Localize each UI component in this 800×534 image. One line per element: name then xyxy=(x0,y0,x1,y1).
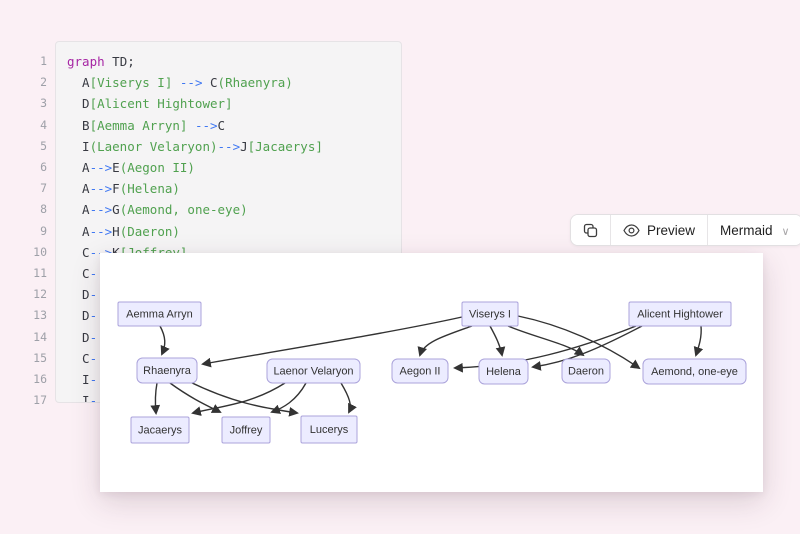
diagram-node-label: Lucerys xyxy=(310,424,349,436)
diagram-edge-I-L xyxy=(340,382,357,414)
diagram-edge-I-K xyxy=(270,382,307,414)
diagram-node-label: Helena xyxy=(486,366,522,378)
diagram-edge-B-C xyxy=(159,325,170,356)
diagram-edge-D-G xyxy=(693,325,704,357)
line-number: 3 xyxy=(40,96,47,111)
diagram-edge-D-E xyxy=(453,325,637,373)
diagram-node-E: Aegon II xyxy=(391,358,449,384)
diagram-edge-I-J xyxy=(191,382,286,416)
diagram-node-label: Viserys I xyxy=(469,309,511,321)
diagram-node-A: Viserys I xyxy=(461,301,519,327)
line-number: 2 xyxy=(40,75,47,90)
diagram-node-label: Aegon II xyxy=(400,366,441,378)
line-number: 7 xyxy=(40,181,47,196)
code-line: D- xyxy=(67,329,98,345)
diagram-node-I: Laenor Velaryon xyxy=(266,358,361,384)
eye-icon xyxy=(623,223,640,237)
diagram-node-J: Jacaerys xyxy=(130,416,190,444)
code-line: A-->G(Aemond, one-eye) xyxy=(67,202,248,218)
diagram-edge-A-H xyxy=(507,325,585,357)
line-number: 4 xyxy=(40,117,47,132)
code-block-toolbar: Preview Mermaid ∨ xyxy=(570,214,800,246)
diagram-node-label: Aemma Arryn xyxy=(126,309,193,321)
diagram-edge-A-E xyxy=(417,325,473,357)
code-line: D- xyxy=(67,308,98,324)
code-line: A-->E(Aegon II) xyxy=(67,160,195,176)
code-line: C- xyxy=(67,350,98,366)
diagram-node-label: Joffrey xyxy=(230,425,263,437)
diagram-node-G: Aemond, one-eye xyxy=(642,358,747,385)
copy-button[interactable] xyxy=(571,215,610,245)
copy-icon xyxy=(583,223,598,238)
line-number: 17 xyxy=(33,393,47,408)
diagram-node-C: Rhaenyra xyxy=(136,357,198,384)
line-number: 11 xyxy=(33,266,47,281)
line-number: 6 xyxy=(40,160,47,175)
diagram-edge-C-J xyxy=(150,382,161,415)
code-line: A-->F(Helena) xyxy=(67,181,180,197)
diagram-edge-A-F xyxy=(489,325,506,357)
preview-button[interactable]: Preview xyxy=(610,215,708,245)
diagram-node-label: Jacaerys xyxy=(138,425,183,437)
language-selector[interactable]: Mermaid ∨ xyxy=(707,215,800,245)
code-line: I- xyxy=(67,393,98,403)
code-line: D[Alicent Hightower] xyxy=(67,96,233,112)
diagram-edge-D-F xyxy=(531,325,643,371)
line-number: 15 xyxy=(33,350,47,365)
diagram-node-L: Lucerys xyxy=(300,415,358,444)
code-line: A[Viserys I] --> C(Rhaenyra) xyxy=(67,75,293,91)
code-line: C- xyxy=(67,266,98,282)
code-line: graph TD; xyxy=(67,54,135,69)
diagram-node-label: Aemond, one-eye xyxy=(651,366,738,378)
code-line: I(Laenor Velaryon)-->J[Jacaerys] xyxy=(67,138,323,154)
line-number: 13 xyxy=(33,308,47,323)
diagram-node-K: Joffrey xyxy=(221,416,271,444)
diagram-node-F: Helena xyxy=(478,358,529,385)
diagram-node-label: Daeron xyxy=(568,366,604,378)
code-line: I- xyxy=(67,372,98,388)
line-number: 9 xyxy=(40,223,47,238)
code-line: B[Aemma Arryn] -->C xyxy=(67,117,226,133)
line-number: 12 xyxy=(33,287,47,302)
diagram-node-label: Alicent Hightower xyxy=(637,309,723,321)
diagram-edge-A-C xyxy=(201,316,463,368)
diagram-edge-C-K xyxy=(169,382,222,413)
line-number: 8 xyxy=(40,202,47,217)
diagram-node-D: Alicent Hightower xyxy=(628,301,732,327)
diagram-node-B: Aemma Arryn xyxy=(117,301,202,327)
diagram-edge-C-L xyxy=(185,379,299,417)
line-number: 5 xyxy=(40,138,47,153)
chevron-down-icon: ∨ xyxy=(781,225,790,238)
preview-button-label: Preview xyxy=(647,222,696,238)
language-selector-label: Mermaid xyxy=(720,222,773,238)
line-number: 10 xyxy=(33,244,47,259)
line-number: 14 xyxy=(33,329,47,344)
diagram-edge-A-G xyxy=(517,315,641,370)
diagram-node-H: Daeron xyxy=(561,358,611,384)
diagram-node-label: Rhaenyra xyxy=(143,365,192,377)
diagram-node-label: Laenor Velaryon xyxy=(273,366,353,378)
line-number: 16 xyxy=(33,372,47,387)
code-line: A-->H(Daeron) xyxy=(67,223,180,239)
code-line: D- xyxy=(67,287,98,303)
line-number: 1 xyxy=(40,54,47,68)
